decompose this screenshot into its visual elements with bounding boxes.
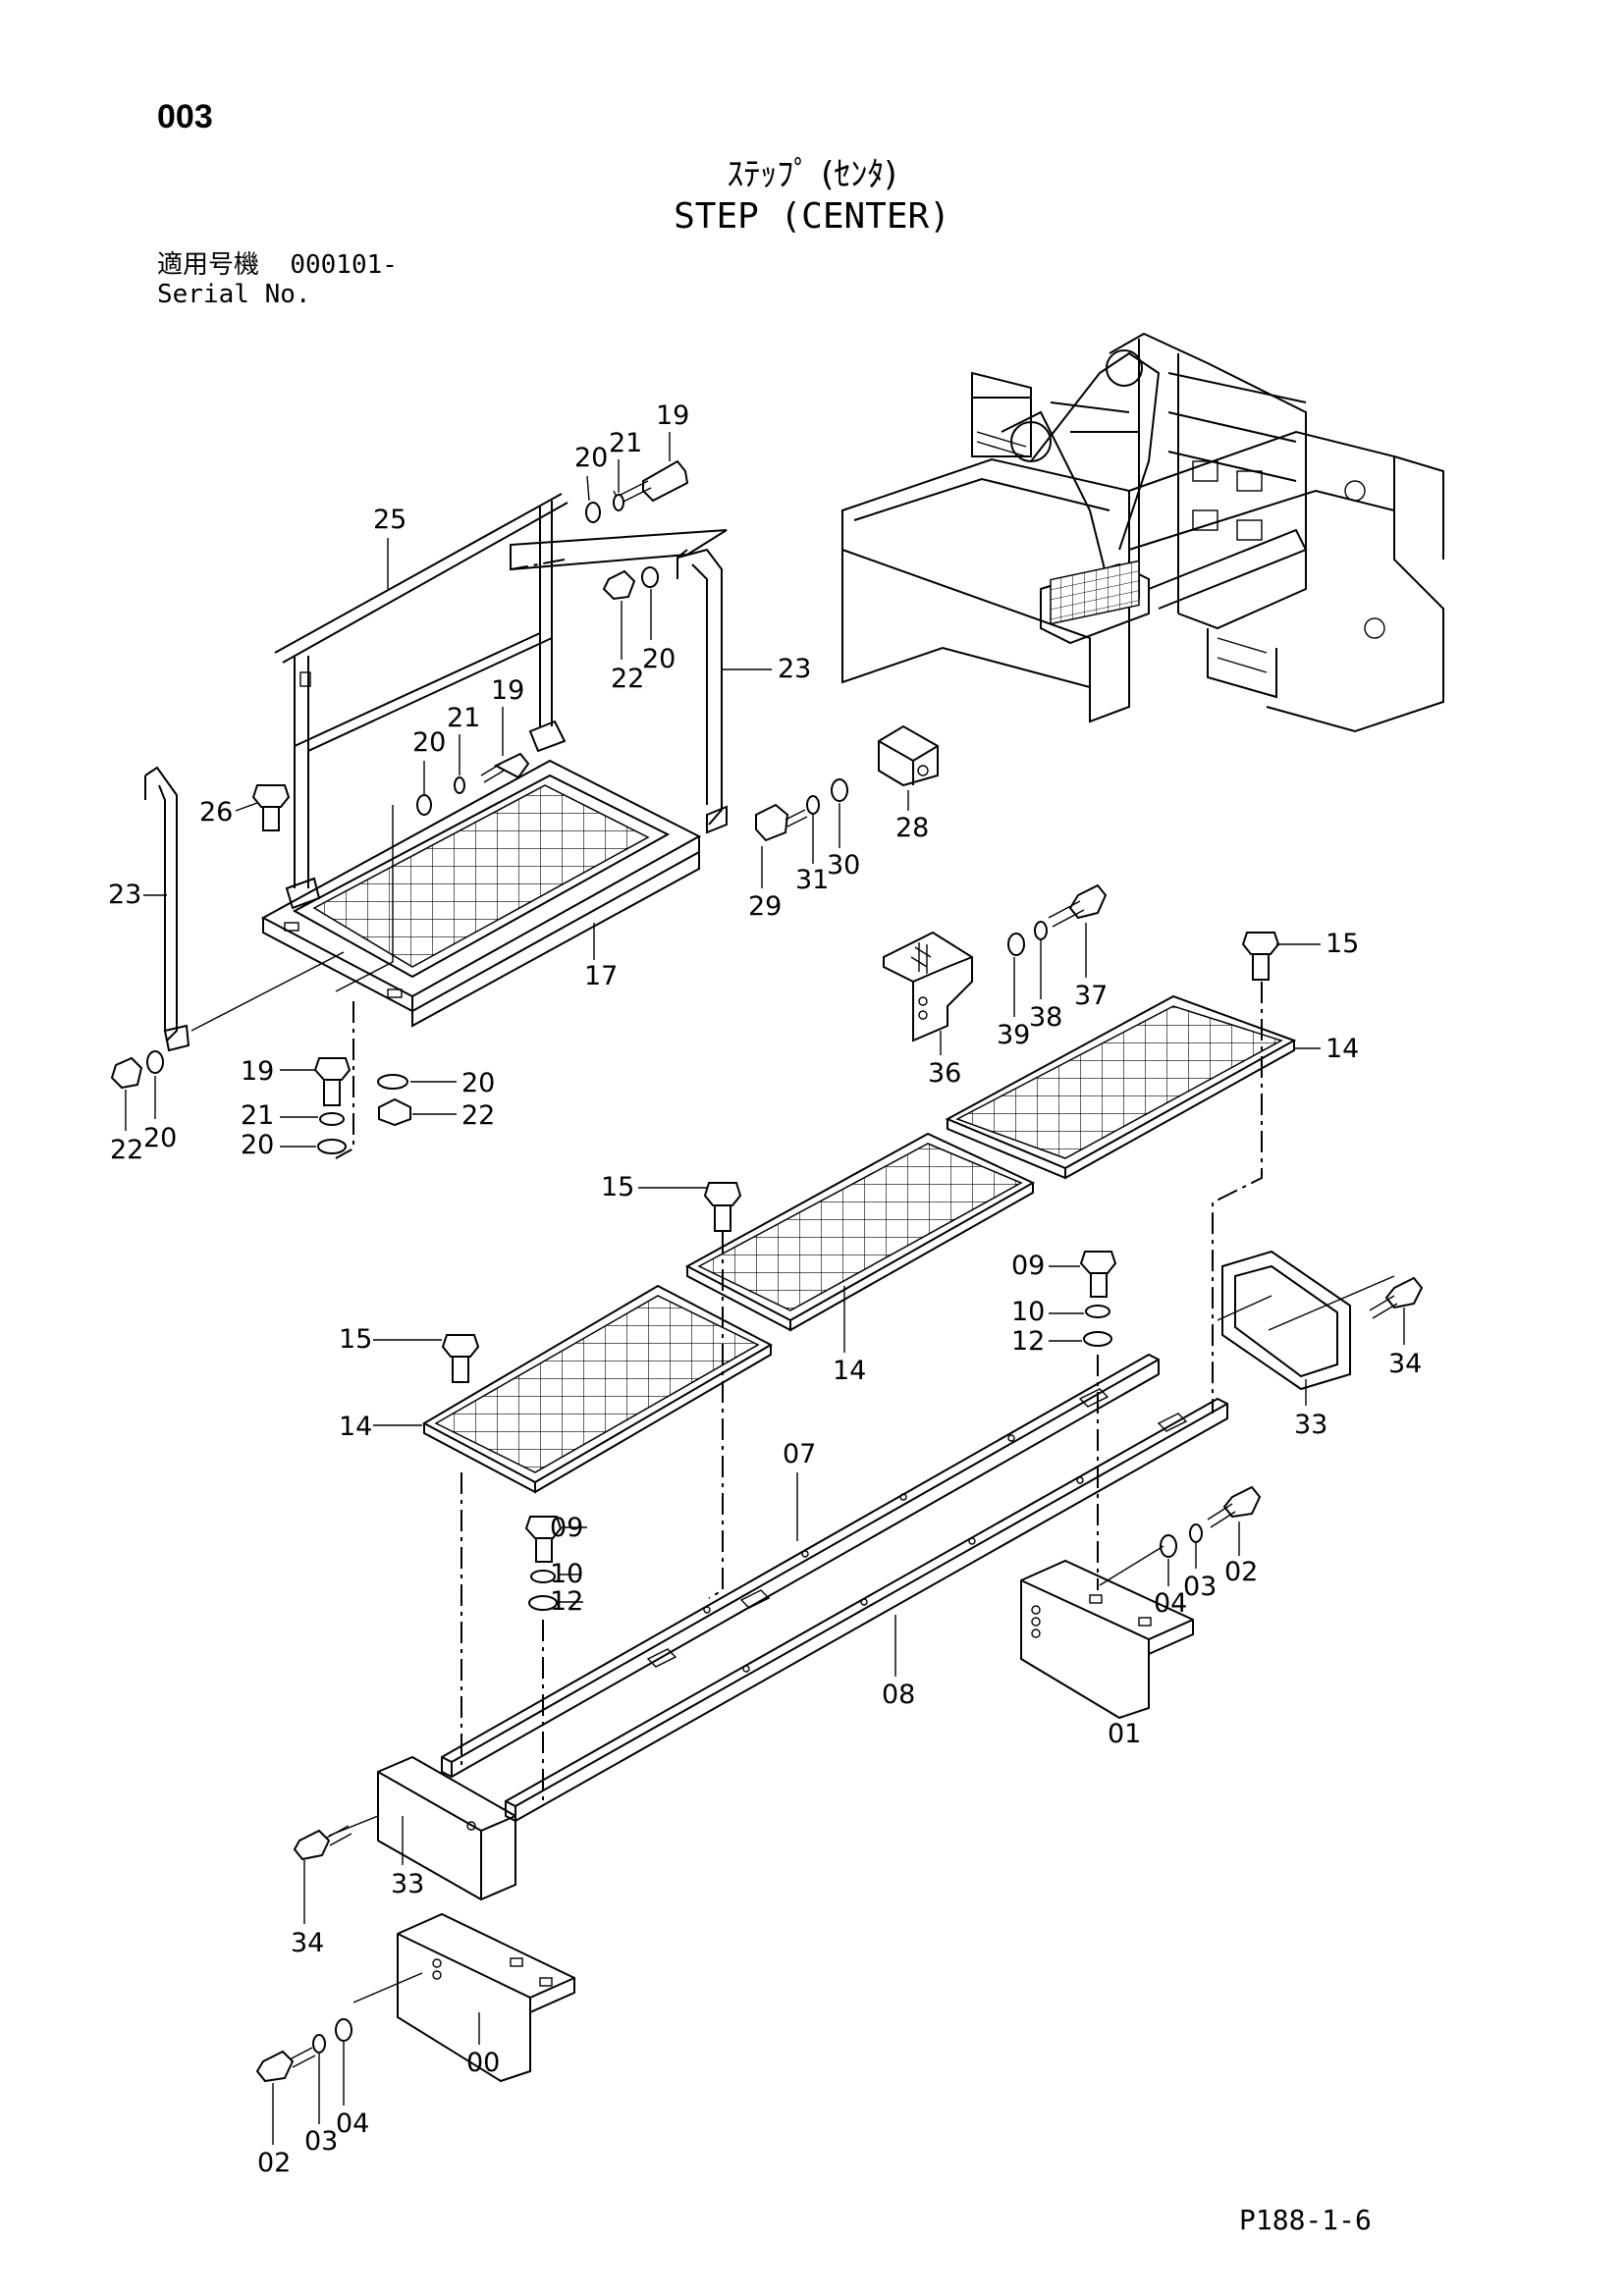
callout-10a: 10 bbox=[1011, 1297, 1045, 1327]
bracket-00 bbox=[397, 1912, 575, 2083]
bracket-36 bbox=[883, 931, 973, 1042]
grating-14-lower bbox=[421, 1284, 774, 1494]
callout-37: 37 bbox=[1074, 981, 1108, 1011]
callout-02a: 02 bbox=[1224, 1557, 1258, 1587]
callout-30: 30 bbox=[827, 850, 860, 881]
callout-19a: 19 bbox=[656, 400, 689, 431]
callout-20f: 20 bbox=[143, 1123, 177, 1153]
callouts: 19 20 21 25 22 20 23 20 21 19 26 28 29 3… bbox=[108, 400, 1422, 2178]
grating-14-middle bbox=[684, 1132, 1036, 1332]
callout-28: 28 bbox=[895, 813, 929, 843]
callout-17: 17 bbox=[584, 961, 618, 991]
callout-39: 39 bbox=[997, 1020, 1030, 1050]
callout-12a: 12 bbox=[1011, 1326, 1045, 1357]
rail-07 bbox=[441, 1353, 1160, 1779]
callout-26: 26 bbox=[199, 797, 233, 828]
callout-02b: 02 bbox=[257, 2148, 291, 2178]
callout-15b: 15 bbox=[601, 1172, 634, 1202]
callout-21a: 21 bbox=[609, 428, 642, 458]
callout-22b: 22 bbox=[461, 1100, 495, 1131]
callout-22a: 22 bbox=[611, 664, 644, 694]
side-rail-23-right bbox=[677, 548, 728, 834]
callout-20e: 20 bbox=[461, 1068, 495, 1098]
callout-34b: 34 bbox=[291, 1928, 324, 1958]
callout-23a: 23 bbox=[778, 654, 811, 684]
callout-19c: 19 bbox=[241, 1056, 274, 1087]
callout-21c: 21 bbox=[241, 1100, 274, 1131]
assembly-lines bbox=[190, 529, 1395, 2003]
callout-23b: 23 bbox=[108, 880, 141, 910]
callout-01: 01 bbox=[1108, 1719, 1141, 1749]
page-code: P188-1-6 bbox=[1239, 2204, 1372, 2236]
callout-20c: 20 bbox=[412, 727, 446, 758]
title-english: STEP (CENTER) bbox=[674, 196, 950, 237]
end-plate-33-right bbox=[1221, 1250, 1351, 1391]
callout-04b: 04 bbox=[336, 2109, 369, 2139]
platform-17 bbox=[260, 759, 702, 1028]
callout-36: 36 bbox=[928, 1058, 961, 1089]
callout-33b: 33 bbox=[391, 1869, 424, 1899]
callout-31: 31 bbox=[795, 865, 829, 895]
side-rail-23-left bbox=[144, 766, 190, 1052]
bracket-01 bbox=[1020, 1559, 1194, 1720]
serial-label-jp: 適用号機 bbox=[157, 250, 260, 280]
callout-09a: 09 bbox=[1011, 1251, 1045, 1281]
callout-33a: 33 bbox=[1294, 1410, 1327, 1440]
machine-frame-overview bbox=[841, 332, 1444, 733]
serial-block: 適用号機 000101- Serial No. bbox=[157, 250, 398, 309]
handrail-25 bbox=[274, 493, 568, 910]
title-japanese: ｽﾃｯﾌﾟ (ｾﾝﾀ) bbox=[727, 155, 897, 194]
callout-25: 25 bbox=[373, 505, 406, 535]
callout-15a: 15 bbox=[1326, 929, 1359, 959]
grating-14-top bbox=[945, 994, 1297, 1180]
page-number: 003 bbox=[157, 98, 213, 135]
callout-15c: 15 bbox=[339, 1324, 372, 1355]
callout-22c: 22 bbox=[110, 1135, 143, 1165]
callout-08: 08 bbox=[882, 1680, 915, 1710]
serial-value: 000101- bbox=[290, 250, 398, 280]
callout-00: 00 bbox=[466, 2048, 500, 2078]
callout-20d: 20 bbox=[241, 1130, 274, 1160]
rail-08 bbox=[505, 1388, 1228, 1823]
callout-38: 38 bbox=[1029, 1002, 1062, 1033]
end-plate-33-left bbox=[377, 1755, 516, 1901]
callout-20a: 20 bbox=[574, 443, 608, 473]
callout-19b: 19 bbox=[491, 675, 524, 706]
callout-03a: 03 bbox=[1183, 1572, 1217, 1602]
serial-label-en: Serial No. bbox=[157, 280, 311, 309]
callout-04a: 04 bbox=[1154, 1588, 1187, 1619]
fasteners bbox=[110, 459, 1424, 2083]
bracket-28 bbox=[878, 724, 939, 787]
callout-20b: 20 bbox=[642, 644, 676, 674]
callout-21b: 21 bbox=[447, 703, 480, 733]
callout-03b: 03 bbox=[304, 2126, 338, 2157]
callout-07: 07 bbox=[783, 1439, 816, 1469]
callout-34a: 34 bbox=[1388, 1349, 1422, 1379]
callout-14a: 14 bbox=[1326, 1034, 1359, 1064]
callout-14b: 14 bbox=[833, 1356, 866, 1386]
callout-14c: 14 bbox=[339, 1412, 372, 1442]
callout-29: 29 bbox=[748, 891, 782, 922]
